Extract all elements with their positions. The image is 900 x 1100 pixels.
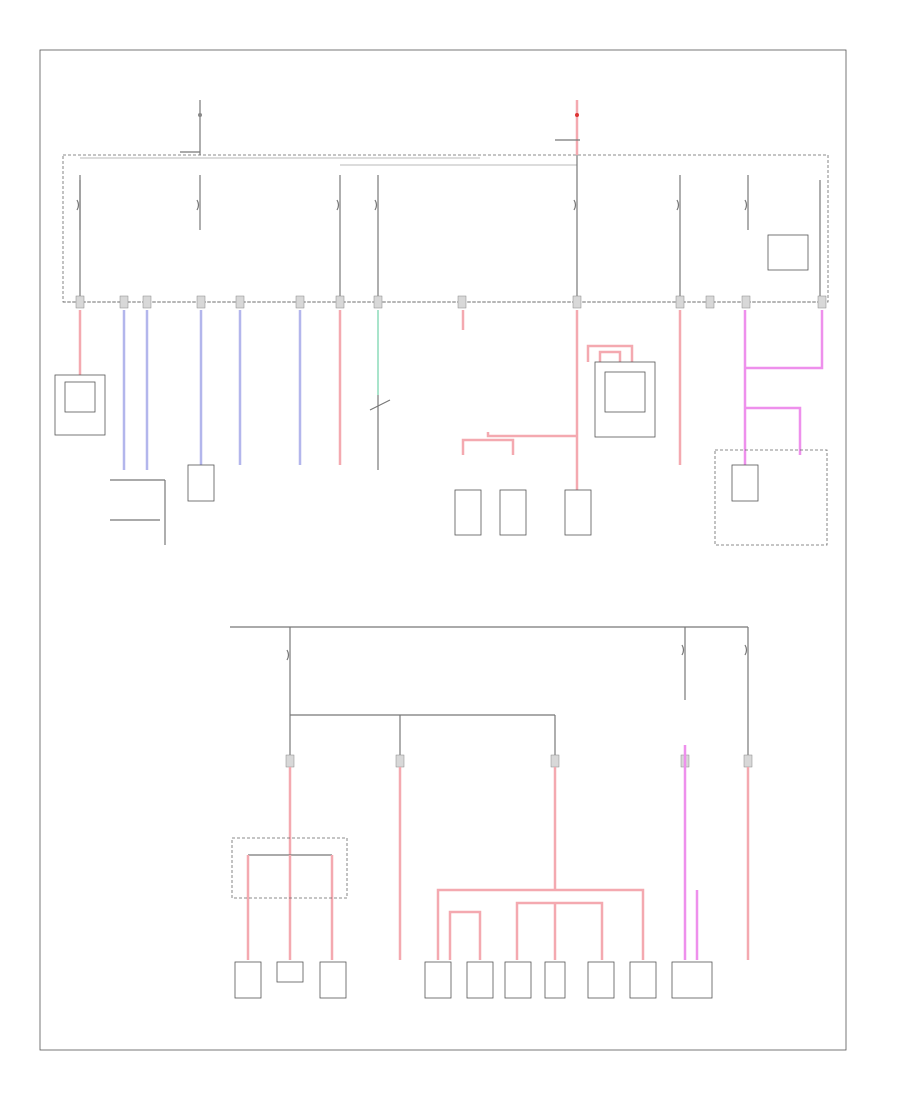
bottom-connectors bbox=[285, 754, 753, 768]
diagram-frame bbox=[39, 49, 847, 1051]
bus-connectors bbox=[75, 295, 827, 309]
top-components bbox=[54, 361, 828, 546]
bottom-wires bbox=[231, 745, 750, 960]
fuses-internal bbox=[79, 155, 821, 302]
battery-feed bbox=[79, 100, 480, 302]
top-wires bbox=[78, 310, 824, 490]
fuse-symbols bbox=[76, 199, 748, 211]
bottom-components bbox=[234, 961, 713, 999]
fuse-block-outline bbox=[62, 154, 829, 303]
bottom-bus bbox=[230, 626, 749, 760]
ignition-feed bbox=[555, 100, 580, 155]
